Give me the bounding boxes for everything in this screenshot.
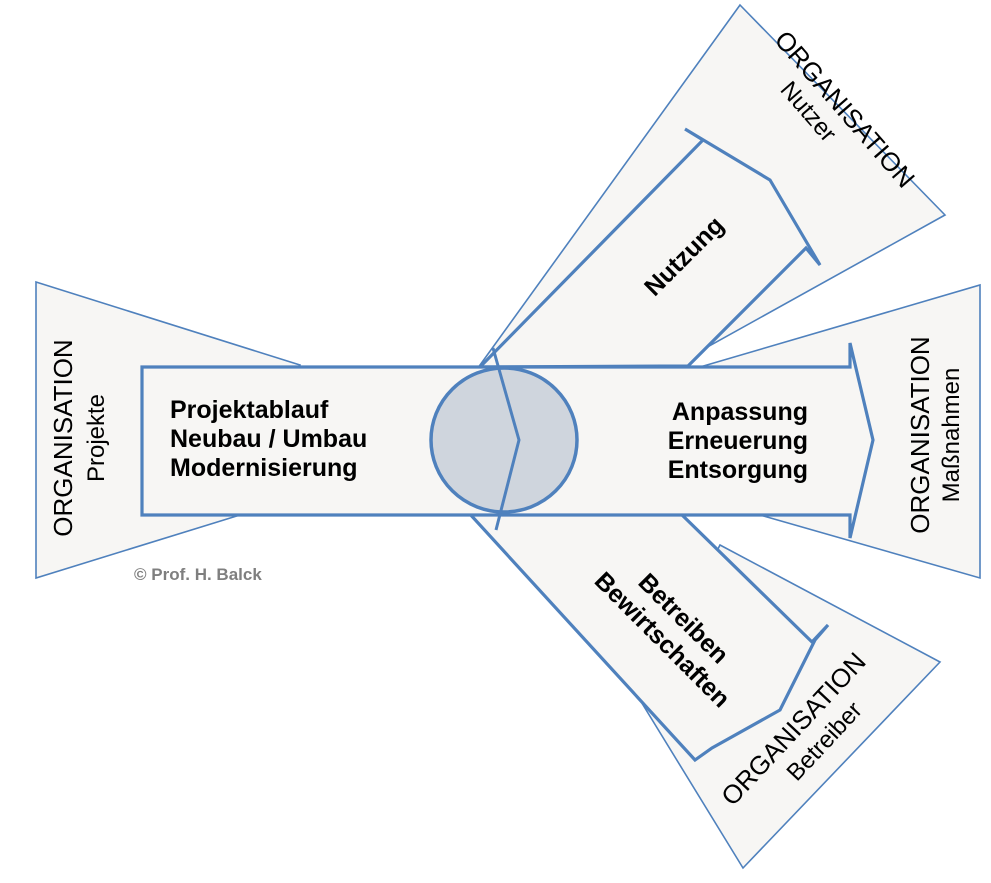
adaptation-line-3: Entsorgung [668, 456, 808, 484]
project-line-3: Modernisierung [170, 454, 358, 482]
org-projects-subtitle: Projekte [83, 394, 110, 482]
usage-arrow [476, 127, 822, 369]
adaptation-flow-text: Anpassung Erneuerung Entsorgung [668, 398, 808, 484]
project-line-1: Projektablauf [170, 396, 329, 424]
org-measures-subtitle: Maßnahmen [938, 368, 965, 503]
adaptation-line-2: Erneuerung [668, 427, 808, 455]
project-line-2: Neubau / Umbau [170, 425, 367, 453]
project-flow-text: Projektablauf Neubau / Umbau Modernisier… [170, 396, 367, 482]
org-measures-label: ORGANISATION Maßnahmen [905, 336, 965, 533]
hub-circle [429, 366, 579, 514]
adaptation-line-1: Anpassung [672, 398, 808, 426]
org-projects-label: ORGANISATION Projekte [48, 339, 110, 536]
operation-arrow [464, 510, 830, 763]
org-measures-title: ORGANISATION [905, 336, 935, 533]
copyright-text: © Prof. H. Balck [134, 565, 262, 584]
org-projects-title: ORGANISATION [48, 339, 78, 536]
hub-chevron [491, 347, 521, 531]
